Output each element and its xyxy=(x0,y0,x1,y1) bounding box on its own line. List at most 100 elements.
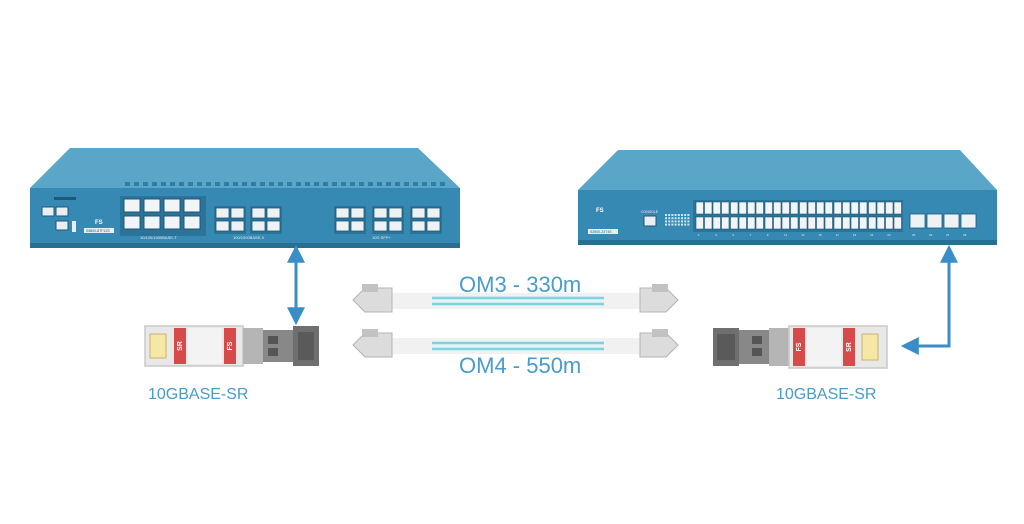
rj45-port xyxy=(773,201,782,215)
led xyxy=(684,217,687,220)
left-sticker-sr: SR xyxy=(177,341,184,351)
port-number: 9 xyxy=(767,233,769,237)
rj45-port xyxy=(730,201,739,215)
rj45-port xyxy=(755,216,764,230)
led xyxy=(687,220,690,223)
rj45-port xyxy=(143,198,161,213)
led xyxy=(671,214,674,216)
vent-slot xyxy=(359,182,364,186)
led xyxy=(674,214,677,216)
left-mgmt-ports xyxy=(41,197,76,232)
rj45-port xyxy=(859,201,868,215)
rj45-port xyxy=(712,216,721,230)
rj45-port xyxy=(885,201,894,215)
vent-slot xyxy=(260,182,265,186)
vent-slot xyxy=(206,182,211,186)
port-number: 26 xyxy=(929,233,933,237)
right-sticker-sr: SR xyxy=(846,342,853,352)
led xyxy=(681,220,683,223)
vent-slot xyxy=(305,182,310,186)
vent-slot xyxy=(278,182,283,186)
rj45-port xyxy=(807,201,816,215)
vent-slot xyxy=(125,182,130,186)
rj45-port xyxy=(781,216,790,230)
sfp-port xyxy=(251,220,266,232)
rj45-port xyxy=(747,201,756,215)
led xyxy=(687,214,690,216)
vent-slot xyxy=(170,182,175,186)
left-switch-model: S5800-8TF12S xyxy=(86,229,110,233)
vent-slot xyxy=(224,182,229,186)
sfp-port xyxy=(909,213,926,229)
vent-slot xyxy=(179,182,184,186)
port-number: 27 xyxy=(946,233,950,237)
port-number: 5 xyxy=(732,233,734,237)
rj45-port xyxy=(755,201,764,215)
led xyxy=(681,217,683,220)
right-switch-model: S3900-24T4S xyxy=(590,230,612,234)
port-number: 23 xyxy=(887,233,891,237)
left-sfp-module: SR FS xyxy=(144,325,319,367)
vent-slot xyxy=(314,182,319,186)
sfp-port xyxy=(373,220,388,232)
vent-slot xyxy=(386,182,391,186)
vent-slot xyxy=(188,182,193,186)
vent-slot xyxy=(143,182,148,186)
right-model-plate xyxy=(588,229,618,234)
vent-slot xyxy=(368,182,373,186)
rj45-port xyxy=(695,216,704,230)
right-switch-base xyxy=(578,240,997,245)
left-rj45-ports xyxy=(120,196,206,236)
led xyxy=(671,217,674,220)
led xyxy=(674,223,677,226)
led xyxy=(665,214,667,216)
vent-slot xyxy=(350,182,355,186)
rj45-port xyxy=(876,201,885,215)
rj45-port xyxy=(123,215,141,230)
vent-slot xyxy=(431,182,436,186)
vent-slot xyxy=(242,182,247,186)
led xyxy=(668,223,671,226)
led xyxy=(684,223,687,226)
rj45-port xyxy=(163,215,181,230)
rj45-port xyxy=(833,201,842,215)
left-switch: FS S5800-8TF12S 10/100/1000BASE-T 100/10… xyxy=(30,148,460,248)
rj45-port xyxy=(790,216,799,230)
left-module-label: 10GBASE-SR xyxy=(148,386,249,403)
sfp-port xyxy=(350,207,365,219)
rj45-port xyxy=(816,201,825,215)
sfp-port xyxy=(215,207,230,219)
rj45-port xyxy=(807,216,816,230)
led xyxy=(684,220,687,223)
rj45-port xyxy=(850,216,859,230)
rj45-port xyxy=(764,201,773,215)
om4-label: OM4 - 550m xyxy=(459,353,582,378)
sfp-port xyxy=(266,207,281,219)
vent-slot xyxy=(215,182,220,186)
sfp-port xyxy=(335,207,350,219)
left-model-plate xyxy=(84,228,114,233)
left-switch-vents xyxy=(125,182,445,186)
sfp-port xyxy=(388,220,403,232)
vent-slot xyxy=(296,182,301,186)
rj45-port xyxy=(893,201,902,215)
vent-slot xyxy=(440,182,445,186)
left-group-label-1: 10/100/1000BASE-T xyxy=(140,235,177,240)
sfp-port xyxy=(230,220,245,232)
led xyxy=(687,223,690,226)
vent-slot xyxy=(377,182,382,186)
vent-slot xyxy=(251,182,256,186)
port-number: 25 xyxy=(912,233,916,237)
left-sticker-fs: FS xyxy=(227,341,234,350)
port-number: 11 xyxy=(784,233,787,237)
sfp-port xyxy=(266,220,281,232)
rj45-port xyxy=(721,201,730,215)
rj45-port xyxy=(816,216,825,230)
right-fs-sticker xyxy=(793,328,805,366)
rj45-port xyxy=(790,201,799,215)
rj45-port xyxy=(893,216,902,230)
left-group-label-3: 10G SFP+ xyxy=(372,235,391,240)
port-number: 7 xyxy=(750,233,752,237)
